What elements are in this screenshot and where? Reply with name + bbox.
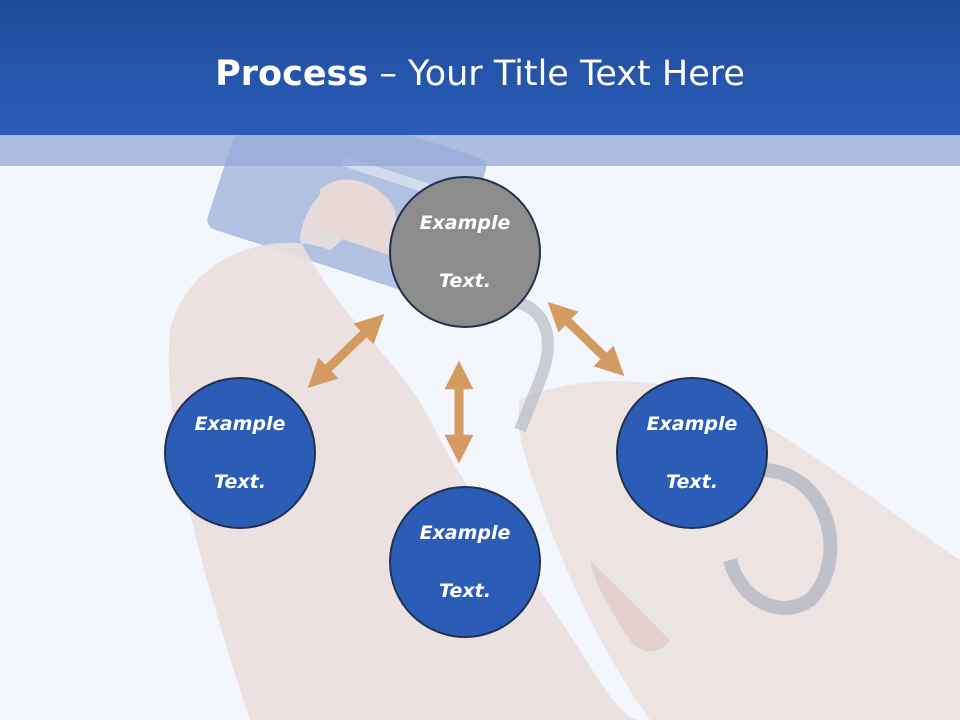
node-left-line1: Example (194, 412, 286, 435)
arrow-top-right (547, 301, 625, 377)
title-separator: – (368, 54, 408, 94)
arrow-top-left (307, 313, 385, 389)
header-bar (0, 0, 960, 135)
title-text: Your Title Text Here (407, 54, 745, 94)
node-bottom-line2: Text. (439, 579, 491, 602)
node-bottom-line1: Example (419, 521, 511, 544)
node-right-line1: Example (646, 412, 738, 435)
node-right-line2: Text. (666, 470, 718, 493)
node-top-line1: Example (419, 211, 511, 234)
page-title: Process – Your Title Text Here (0, 52, 960, 96)
title-bold: Process (215, 54, 369, 94)
node-left-line2: Text. (214, 470, 266, 493)
node-top-line2: Text. (439, 269, 491, 292)
header-accent-band (0, 135, 960, 166)
